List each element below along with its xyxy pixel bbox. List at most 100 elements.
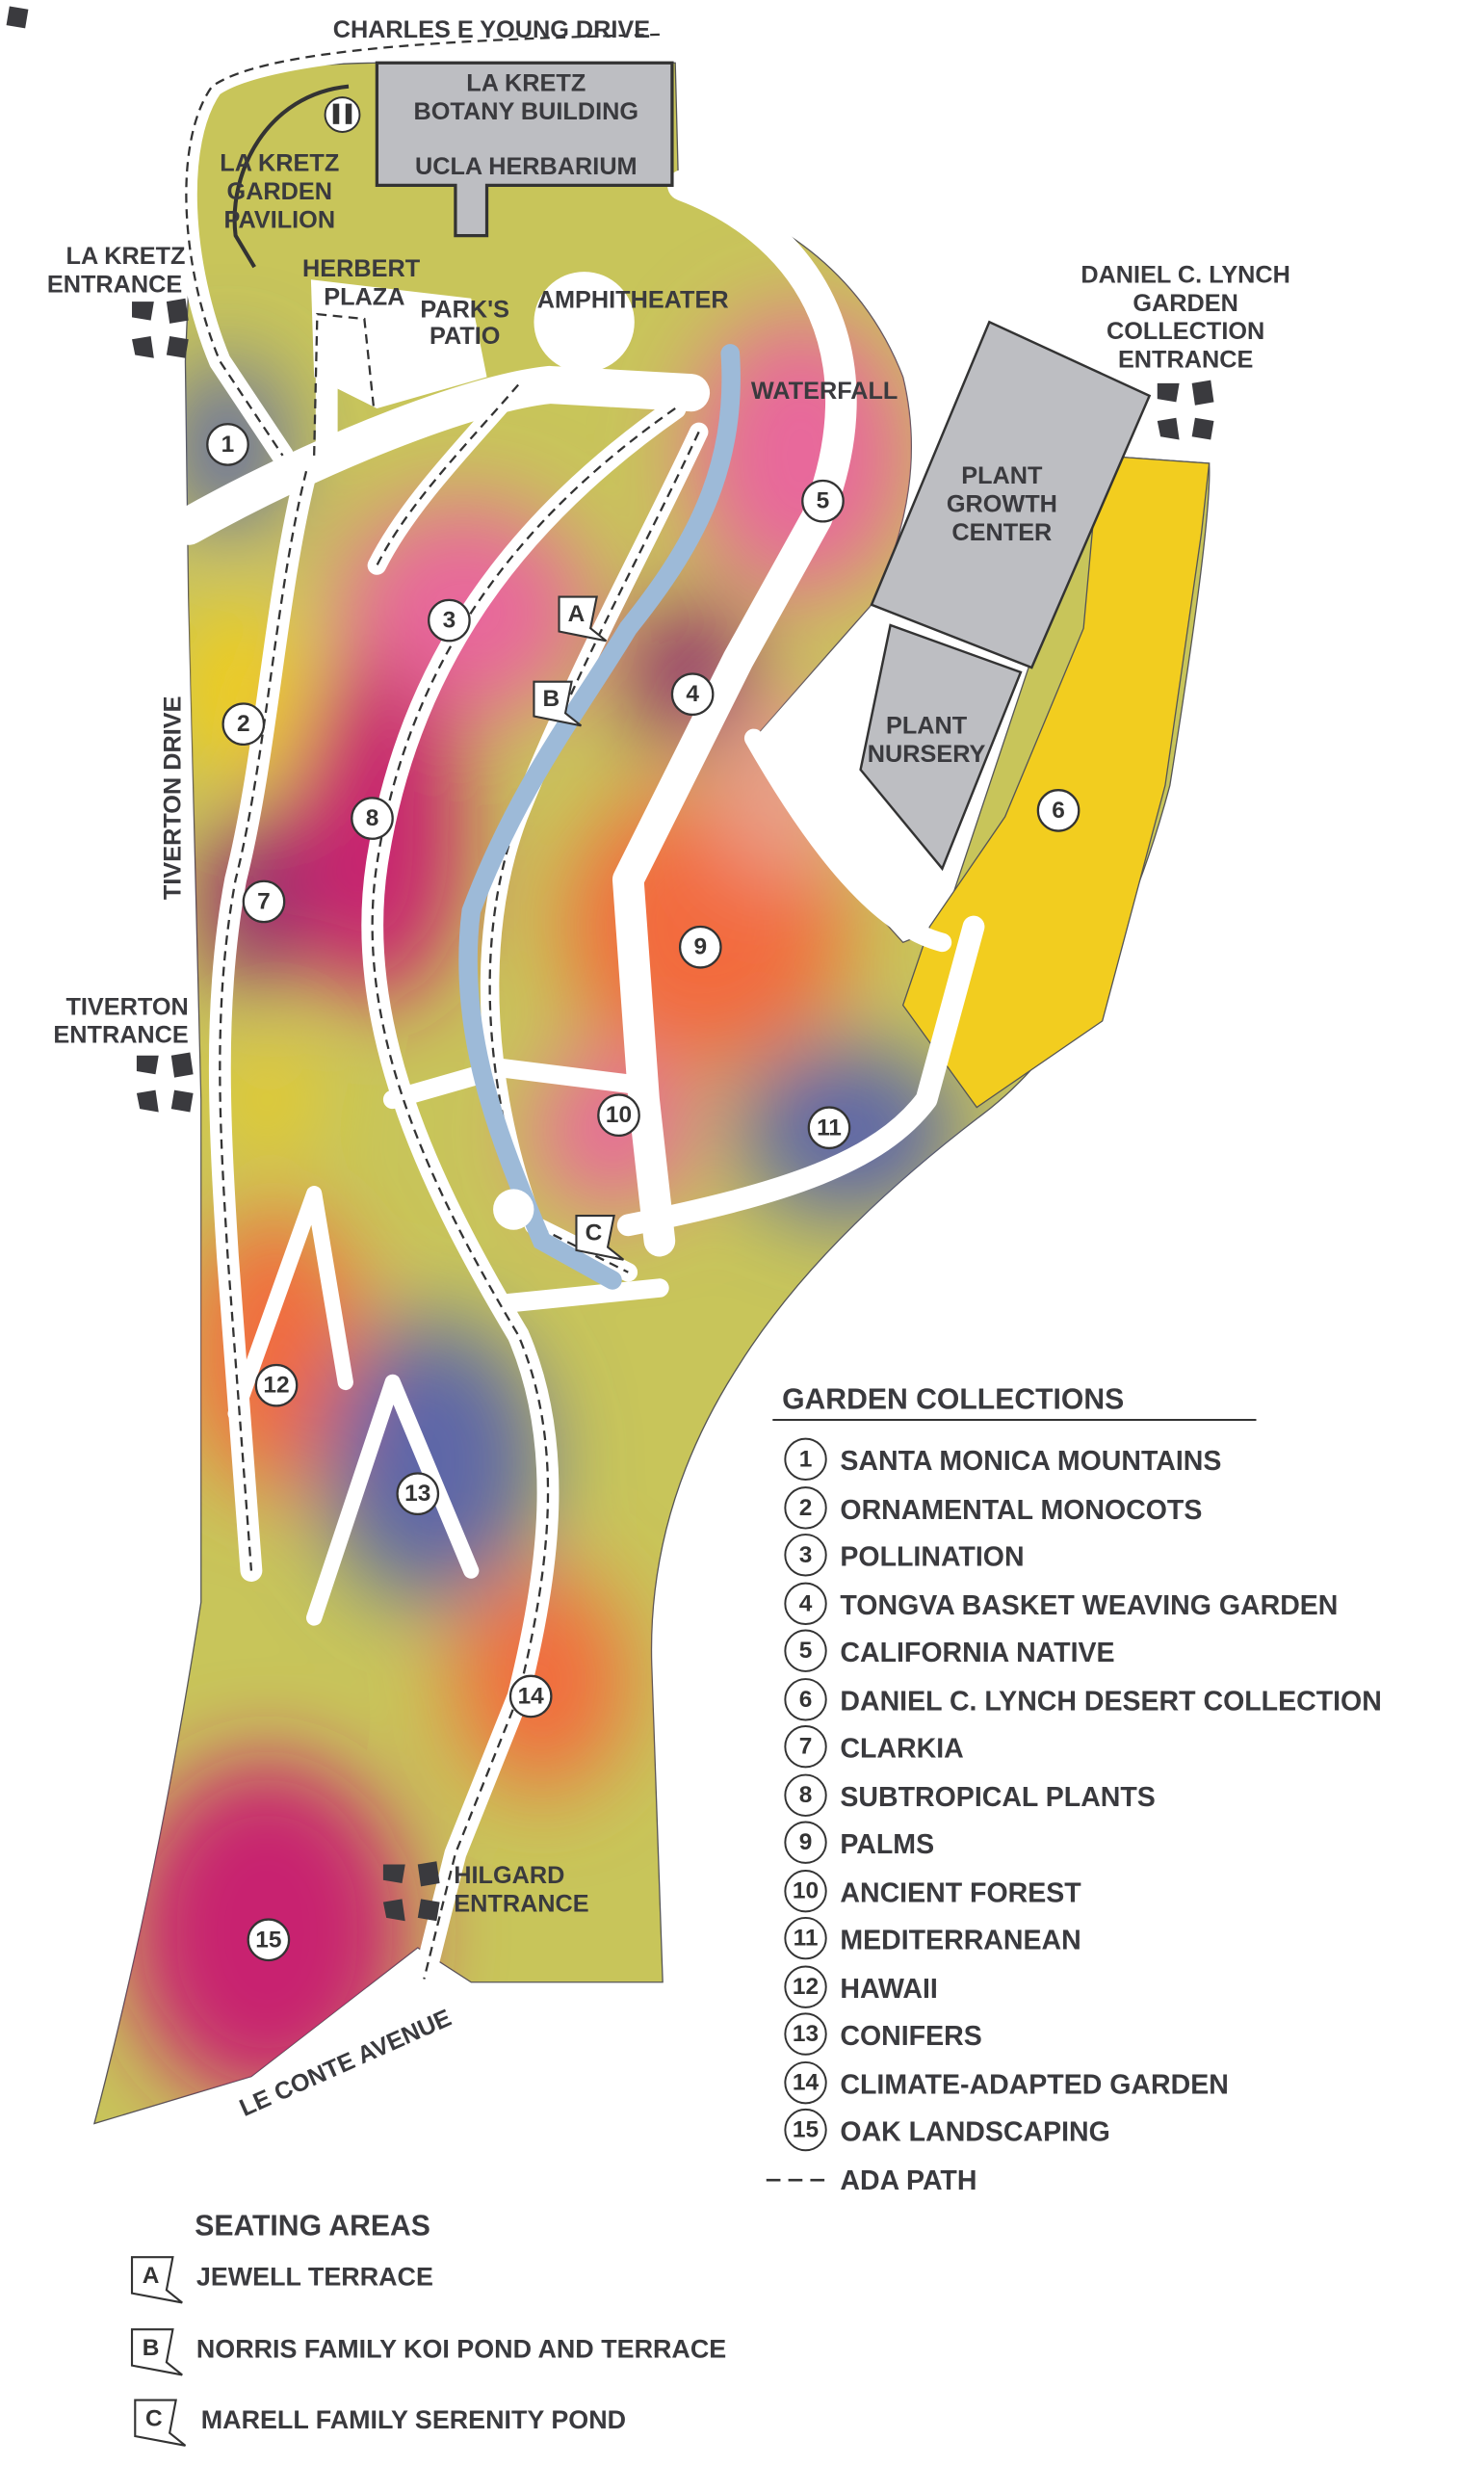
svg-text:1: 1 bbox=[799, 1446, 813, 1472]
plant-growth-label: GROWTH bbox=[947, 491, 1057, 518]
legend-item: 11 MEDITERRANEAN bbox=[784, 1916, 1081, 1960]
plant-growth-label: PLANT bbox=[961, 462, 1043, 489]
svg-text:4: 4 bbox=[799, 1590, 813, 1616]
svg-text:CLIMATE-ADAPTED GARDEN: CLIMATE-ADAPTED GARDEN bbox=[840, 2070, 1228, 2101]
herbert-plaza-label: PLAZA bbox=[324, 283, 404, 310]
plant-nursery bbox=[859, 623, 1023, 872]
lynch-entrance-label: COLLECTION bbox=[1106, 318, 1264, 345]
legend-item: 6 DANIEL C. LYNCH DESERT COLLECTION bbox=[784, 1678, 1382, 1721]
svg-text:2: 2 bbox=[237, 711, 250, 737]
svg-text:SANTA MONICA MOUNTAINS: SANTA MONICA MOUNTAINS bbox=[840, 1446, 1221, 1477]
seating-marker-c[interactable]: C bbox=[575, 1215, 625, 1261]
amphitheater-label: AMPHITHEATER bbox=[537, 287, 729, 314]
herbarium-label: UCLA HERBARIUM bbox=[415, 153, 638, 180]
marker-10[interactable]: 10 bbox=[597, 1093, 640, 1138]
svg-text:JEWELL TERRACE: JEWELL TERRACE bbox=[196, 2262, 433, 2291]
svg-text:POLLINATION: POLLINATION bbox=[840, 1542, 1024, 1573]
svg-text:4: 4 bbox=[686, 681, 699, 707]
marker-14[interactable]: 14 bbox=[508, 1674, 553, 1718]
svg-text:CALIFORNIA NATIVE: CALIFORNIA NATIVE bbox=[840, 1638, 1114, 1668]
svg-text:ORNAMENTAL MONOCOTS: ORNAMENTAL MONOCOTS bbox=[840, 1495, 1202, 1526]
svg-text:A: A bbox=[568, 601, 586, 627]
svg-text:5: 5 bbox=[799, 1638, 813, 1664]
svg-text:CONIFERS: CONIFERS bbox=[840, 2021, 981, 2052]
tiverton-entrance-label: ENTRANCE bbox=[53, 1022, 188, 1049]
plant-growth-label: CENTER bbox=[951, 519, 1052, 546]
street-charles-e-young: CHARLES E YOUNG DRIVE bbox=[333, 16, 650, 43]
svg-text:CLARKIA: CLARKIA bbox=[840, 1734, 963, 1765]
svg-text:14: 14 bbox=[518, 1684, 545, 1710]
marker-2[interactable]: 2 bbox=[221, 702, 266, 747]
svg-text:MARELL FAMILY SERENITY POND: MARELL FAMILY SERENITY POND bbox=[201, 2405, 626, 2434]
svg-text:A: A bbox=[143, 2263, 160, 2289]
svg-text:6: 6 bbox=[799, 1687, 813, 1713]
building-label: LA KRETZ bbox=[466, 70, 586, 97]
legend-item: 5 CALIFORNIA NATIVE bbox=[784, 1629, 1115, 1672]
svg-text:11: 11 bbox=[794, 1926, 819, 1952]
marker-11[interactable]: 11 bbox=[807, 1106, 851, 1150]
la-kretz-entrance-label: ENTRANCE bbox=[47, 271, 182, 298]
lynch-entrance-icon bbox=[1157, 380, 1214, 440]
waterfall-stream bbox=[458, 344, 741, 1290]
svg-text:10: 10 bbox=[606, 1102, 632, 1128]
building-label: BOTANY BUILDING bbox=[414, 98, 638, 125]
svg-text:5: 5 bbox=[817, 488, 830, 514]
svg-text:7: 7 bbox=[799, 1734, 813, 1760]
marker-7[interactable]: 7 bbox=[242, 879, 286, 924]
marker-1[interactable]: 1 bbox=[206, 423, 249, 466]
marker-15[interactable]: 15 bbox=[247, 1918, 291, 1962]
legend-item: 15 OAK LANDSCAPING bbox=[784, 2108, 1110, 2152]
marker-6[interactable]: 6 bbox=[1036, 789, 1080, 832]
svg-text:7: 7 bbox=[257, 888, 271, 914]
svg-text:10: 10 bbox=[793, 1878, 819, 1904]
restroom-icon bbox=[324, 96, 361, 133]
marker-12[interactable]: 12 bbox=[254, 1363, 299, 1407]
marker-13[interactable]: 13 bbox=[396, 1472, 440, 1516]
pavilion-outline bbox=[232, 84, 350, 269]
svg-text:DANIEL C. LYNCH DESERT COLLECT: DANIEL C. LYNCH DESERT COLLECTION bbox=[840, 1687, 1381, 1718]
legend-item: 14 CLIMATE-ADAPTED GARDEN bbox=[784, 2060, 1229, 2105]
svg-text:9: 9 bbox=[693, 934, 707, 960]
waterfall-label: WATERFALL bbox=[751, 378, 898, 405]
svg-text:3: 3 bbox=[799, 1542, 813, 1568]
svg-text:14: 14 bbox=[793, 2070, 820, 2096]
svg-text:ADA PATH: ADA PATH bbox=[840, 2165, 976, 2196]
svg-text:12: 12 bbox=[263, 1373, 289, 1399]
marker-3[interactable]: 3 bbox=[428, 598, 471, 643]
svg-text:C: C bbox=[145, 2406, 163, 2432]
svg-text:MEDITERRANEAN: MEDITERRANEAN bbox=[840, 1926, 1080, 1956]
svg-text:13: 13 bbox=[404, 1481, 430, 1507]
street-tiverton: TIVERTON DRIVE bbox=[160, 696, 187, 901]
svg-text:OAK LANDSCAPING: OAK LANDSCAPING bbox=[840, 2116, 1109, 2147]
marker-5[interactable]: 5 bbox=[801, 479, 845, 523]
svg-text:SUBTROPICAL PLANTS: SUBTROPICAL PLANTS bbox=[840, 1782, 1155, 1813]
svg-text:TONGVA BASKET WEAVING GARDEN: TONGVA BASKET WEAVING GARDEN bbox=[840, 1590, 1338, 1621]
pavilion-label: PAVILION bbox=[224, 206, 336, 233]
seating-marker-b[interactable]: B bbox=[533, 680, 583, 727]
svg-text:HAWAII: HAWAII bbox=[840, 1974, 937, 2005]
entrance-flower-icon bbox=[6, 6, 29, 29]
svg-text:15: 15 bbox=[793, 2117, 819, 2143]
tiverton-entrance-label: TIVERTON bbox=[65, 993, 188, 1020]
marker-4[interactable]: 4 bbox=[670, 672, 715, 717]
marker-8[interactable]: 8 bbox=[351, 797, 394, 840]
legend-item: 4 TONGVA BASKET WEAVING GARDEN bbox=[784, 1582, 1338, 1625]
la-kretz-entrance-label: LA KRETZ bbox=[66, 243, 186, 270]
pond bbox=[493, 1189, 534, 1230]
seating-item: C MARELL FAMILY SERENITY POND bbox=[134, 2399, 626, 2447]
svg-text:3: 3 bbox=[443, 608, 456, 634]
svg-text:B: B bbox=[143, 2335, 160, 2361]
amphitheater-area bbox=[534, 272, 635, 373]
la-kretz-entrance-icon bbox=[132, 298, 189, 358]
svg-text:6: 6 bbox=[1052, 798, 1065, 824]
marker-9[interactable]: 9 bbox=[678, 925, 722, 969]
lynch-entrance-label: DANIEL C. LYNCH bbox=[1080, 262, 1290, 289]
svg-text:B: B bbox=[543, 686, 560, 712]
svg-text:PALMS: PALMS bbox=[840, 1829, 934, 1860]
parks-patio-label: PARK'S bbox=[420, 296, 509, 323]
seating-marker-a[interactable]: A bbox=[558, 595, 608, 643]
